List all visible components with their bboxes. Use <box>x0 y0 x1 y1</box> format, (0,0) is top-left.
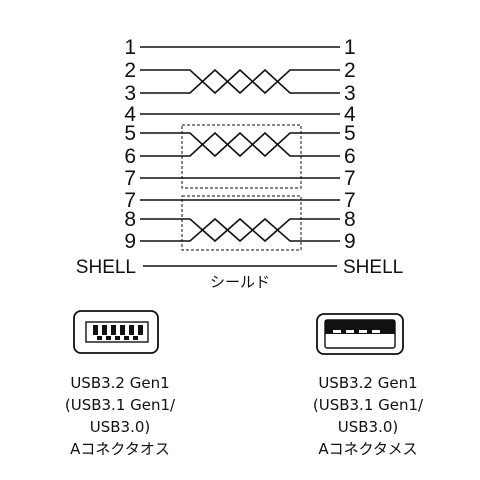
pin-label-right: 3 <box>344 82 356 105</box>
wire-twisted <box>140 217 340 243</box>
wire-twisted <box>140 68 340 95</box>
caption-line: USB3.2 Gen1 <box>318 374 418 392</box>
wires <box>140 46 340 267</box>
pin-label-left: 2 <box>124 59 136 82</box>
pin-label-right: 6 <box>344 145 356 168</box>
usb-a-plug-icon <box>73 310 159 354</box>
pin-label-left: 1 <box>124 36 136 59</box>
pin-label-left: 8 <box>124 208 136 231</box>
pin-label-left: 5 <box>124 122 136 145</box>
pin-label-left: 9 <box>124 230 136 253</box>
pin-label-right: 9 <box>344 230 356 253</box>
usb-a-receptacle-icon <box>316 313 404 355</box>
shield-label: シールド <box>210 273 270 291</box>
shield-boxes <box>181 124 302 251</box>
caption-right-connector: USB3.2 Gen1 (USB3.1 Gen1/ USB3.0) Aコネクタメ… <box>268 372 468 460</box>
pin-label-right: 4 <box>344 103 356 126</box>
wire-twisted <box>140 68 340 95</box>
pin-label-right: 8 <box>344 208 356 231</box>
caption-line: (USB3.1 Gen1/ <box>64 396 176 414</box>
pin-label-right: SHELL <box>343 257 403 278</box>
caption-line: USB3.0) <box>337 418 399 436</box>
pin-label-left: 4 <box>124 103 136 126</box>
caption-line: (USB3.1 Gen1/ <box>312 396 424 414</box>
shield-box-bottom <box>181 195 302 251</box>
caption-line: Aコネクタメス <box>318 440 418 458</box>
pin-label-left: 7 <box>124 167 136 190</box>
caption-line: Aコネクタオス <box>70 440 170 458</box>
pin-label-left: 3 <box>124 82 136 105</box>
pin-label-left: 7 <box>124 189 136 212</box>
shield-box-top <box>181 124 302 189</box>
pin-label-right: 1 <box>344 36 356 59</box>
pin-label-left: 6 <box>124 145 136 168</box>
pin-label-right: 2 <box>344 59 356 82</box>
wire-twisted <box>140 131 340 158</box>
wire-twisted <box>140 217 340 243</box>
pin-label-right: 5 <box>344 122 356 145</box>
wire-twisted <box>140 131 340 158</box>
pin-label-left: SHELL <box>76 257 136 278</box>
caption-line: USB3.0) <box>89 418 151 436</box>
pin-label-right: 7 <box>344 167 356 190</box>
caption-left-connector: USB3.2 Gen1 (USB3.1 Gen1/ USB3.0) Aコネクタオ… <box>20 372 220 460</box>
pin-label-right: 7 <box>344 189 356 212</box>
caption-line: USB3.2 Gen1 <box>70 374 170 392</box>
